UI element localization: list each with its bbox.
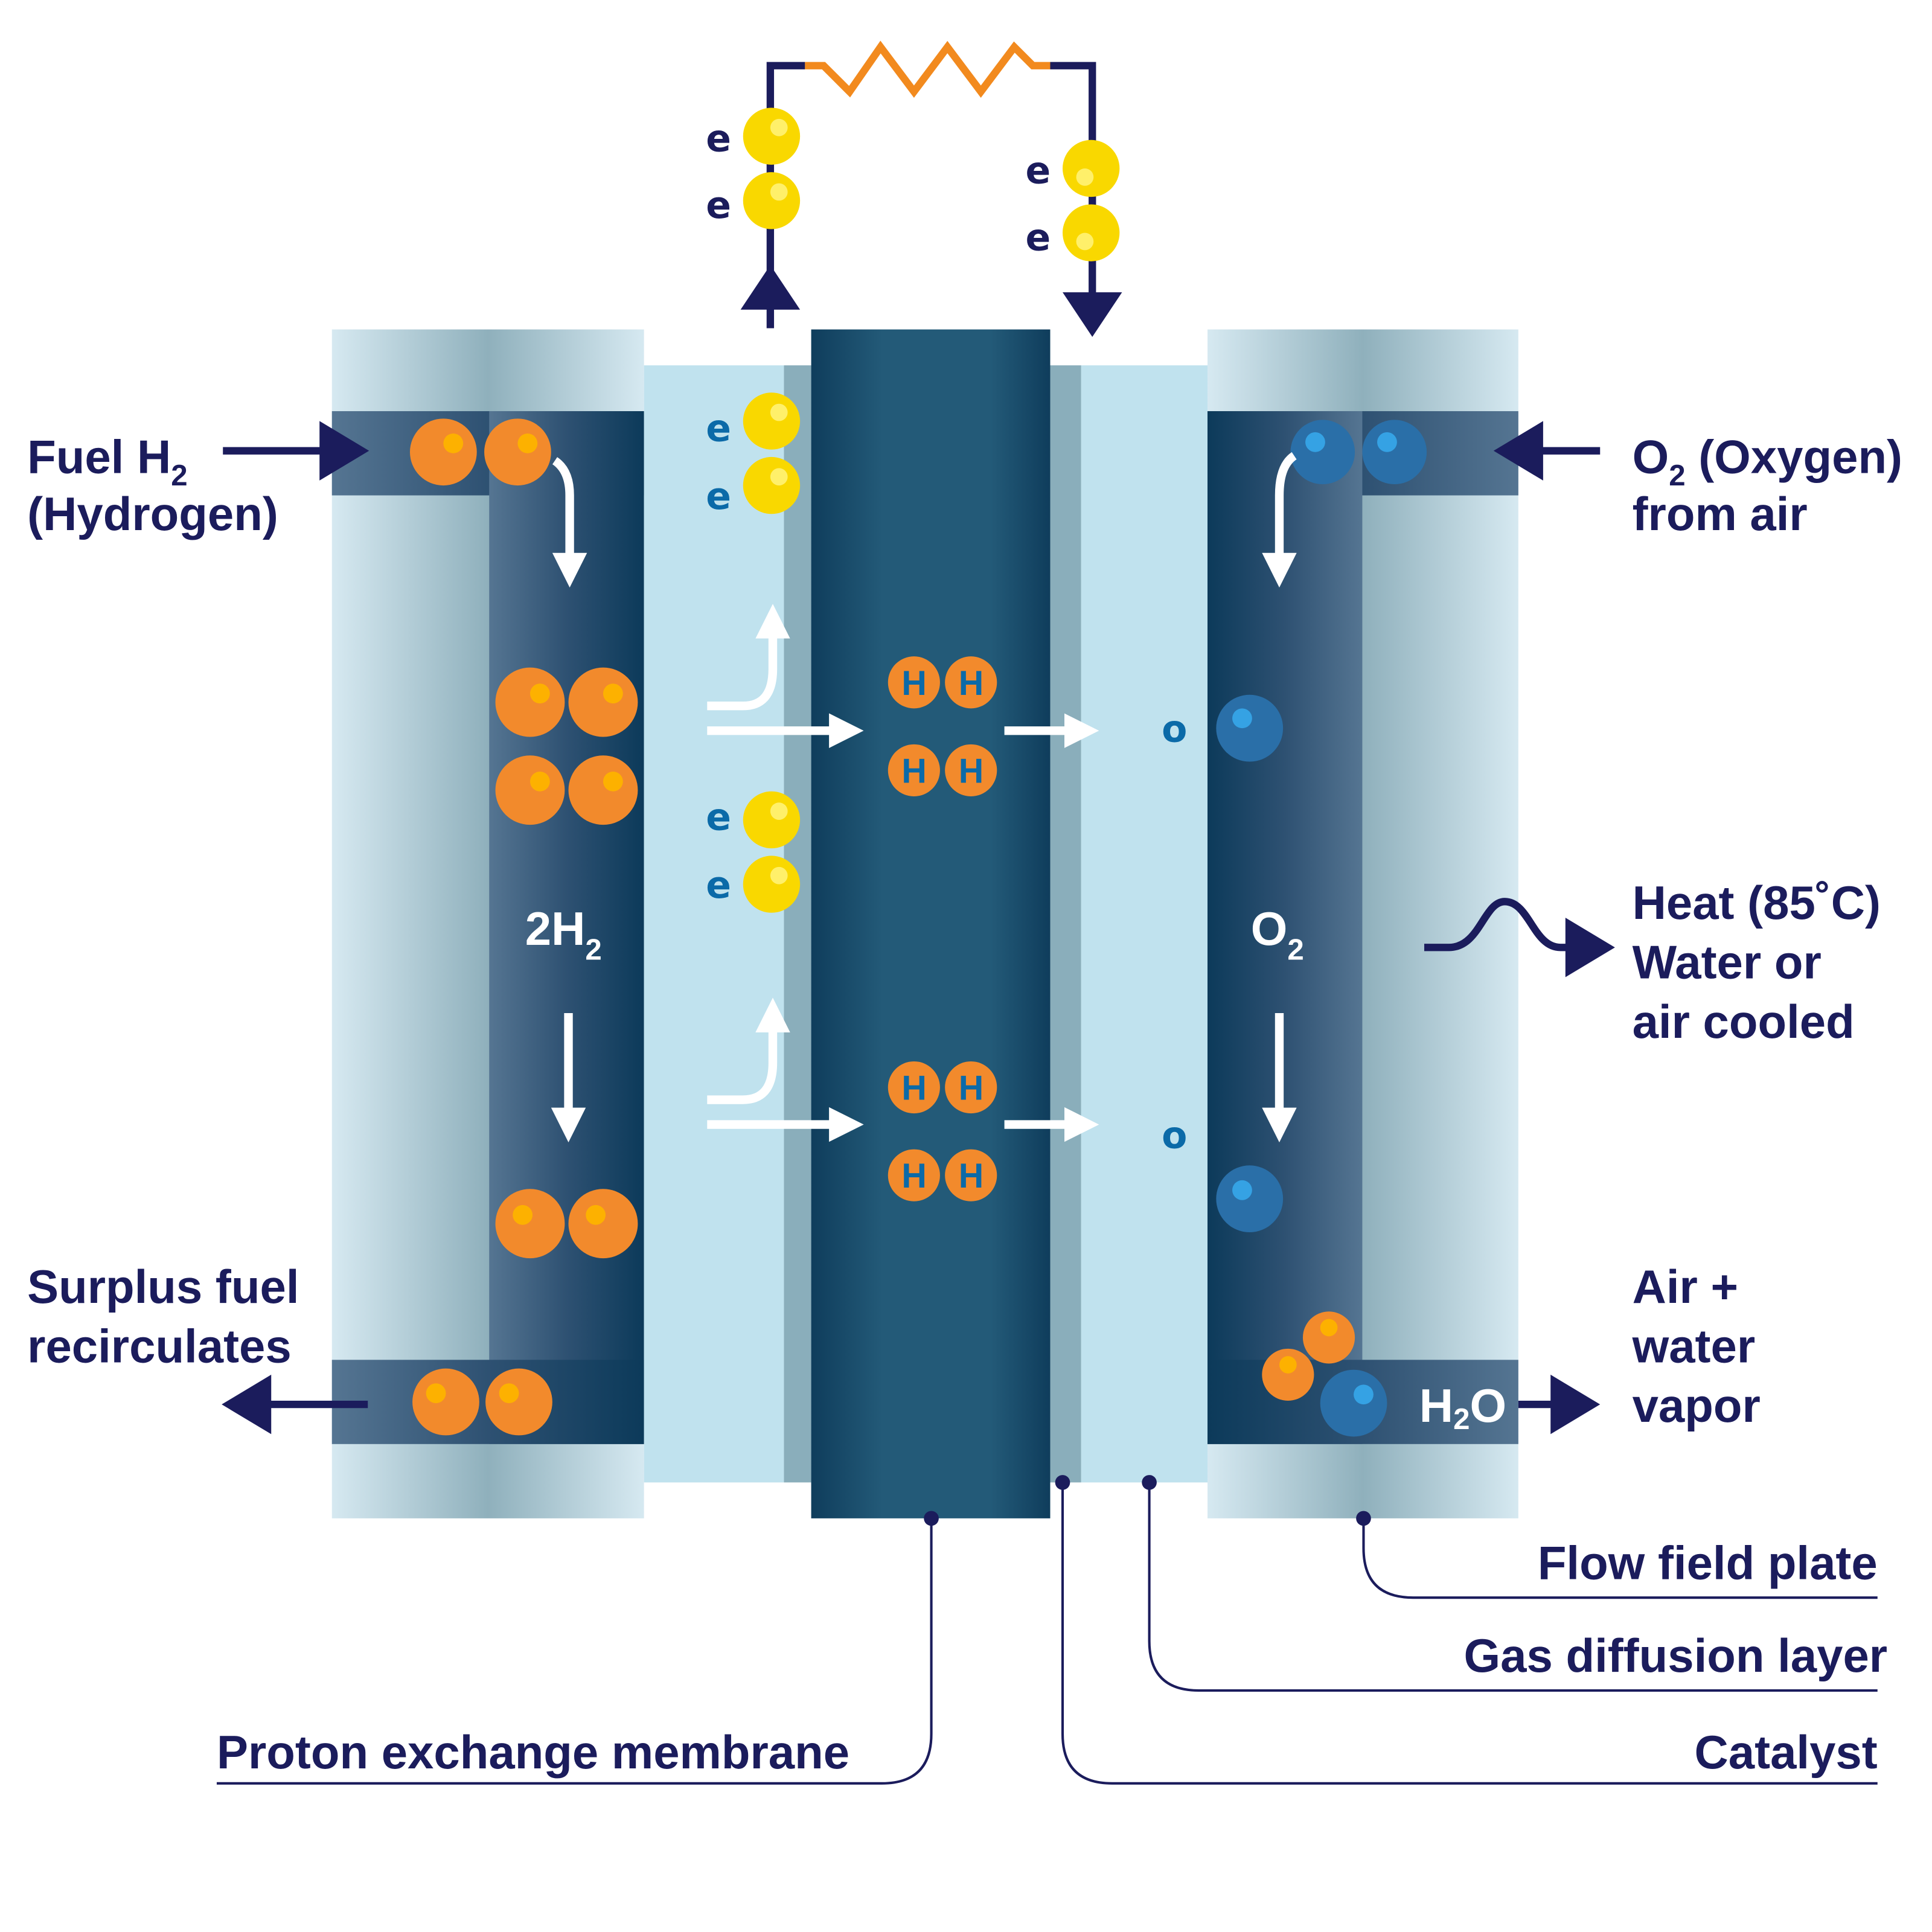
oxygen-molecules: o o — [1162, 420, 1427, 1437]
heat-wave-arrow-icon — [1424, 898, 1615, 977]
electron: e — [1025, 204, 1120, 261]
svg-text:H: H — [901, 1069, 926, 1108]
anode-channel-label: 2H2 — [525, 902, 602, 967]
svg-text:e: e — [1025, 216, 1051, 259]
proton: H — [888, 656, 940, 709]
anode-flow-field-plate — [331, 329, 644, 1518]
svg-text:H: H — [959, 752, 984, 790]
svg-text:O2 (Oxygen): O2 (Oxygen) — [1633, 430, 1902, 493]
surplus-fuel-label: Surplus fuel recirculates — [27, 1260, 299, 1372]
water-label: H2O — [1419, 1379, 1506, 1436]
svg-text:Water or: Water or — [1633, 936, 1822, 989]
proton: H — [888, 1061, 940, 1114]
svg-text:from air: from air — [1633, 487, 1808, 540]
svg-text:e: e — [706, 406, 731, 450]
svg-text:H: H — [901, 664, 926, 703]
proton: H — [888, 744, 940, 796]
resistor-icon — [805, 40, 1051, 98]
cathode-catalyst — [1050, 365, 1081, 1483]
svg-text:e: e — [1025, 149, 1051, 193]
legend-gas-diffusion-layer: Gas diffusion layer — [1464, 1629, 1888, 1682]
legend-catalyst: Catalyst — [1695, 1726, 1878, 1779]
svg-text:H: H — [901, 1157, 926, 1195]
proton: H — [945, 1149, 997, 1201]
flow-arrows — [551, 452, 1297, 1143]
anode-catalyst — [784, 365, 811, 1483]
electron: e — [706, 392, 801, 450]
proton: H — [888, 1149, 940, 1201]
leader-dots — [924, 1475, 1371, 1526]
oxygen-in-arrow-icon — [1493, 421, 1601, 481]
anode-gas-diffusion-layer — [644, 365, 784, 1483]
electron: e — [706, 856, 801, 913]
protons: H H H H H H H H — [888, 656, 997, 1201]
svg-text:H: H — [959, 1157, 984, 1195]
fuel-input-label: Fuel H2 (Hydrogen) — [27, 430, 278, 540]
cathode-channel-label: O2 — [1251, 902, 1304, 967]
electron: e — [706, 172, 801, 229]
proton-exchange-membrane — [811, 329, 1051, 1518]
svg-text:H: H — [959, 664, 984, 703]
svg-text:Fuel H2: Fuel H2 — [27, 430, 188, 493]
cathode-gas-diffusion-layer — [1081, 365, 1208, 1483]
legend-leaders — [216, 1482, 1878, 1785]
svg-text:water: water — [1632, 1319, 1756, 1372]
io-arrows — [222, 421, 1615, 1435]
electron: e — [706, 456, 801, 518]
svg-text:Air +: Air + — [1633, 1260, 1738, 1313]
svg-text:e: e — [706, 475, 731, 518]
electron: e — [706, 791, 801, 849]
svg-text:e: e — [706, 795, 731, 839]
svg-text:e: e — [706, 863, 731, 907]
svg-text:e: e — [706, 184, 731, 227]
proton: H — [945, 656, 997, 709]
fuel-in-arrow-icon — [223, 421, 369, 481]
oxygen-input-label: O2 (Oxygen) from air — [1633, 430, 1902, 540]
svg-text:o: o — [1162, 1114, 1187, 1157]
heat-label: Heat (85˚C) Water or air cooled — [1633, 876, 1881, 1048]
legend-flow-field-plate: Flow field plate — [1538, 1536, 1878, 1589]
arrow-up-icon — [740, 264, 801, 310]
electrons: e e e e e e e e — [706, 107, 1120, 913]
svg-text:Heat (85˚C): Heat (85˚C) — [1633, 876, 1881, 929]
electron: e — [706, 107, 801, 165]
svg-text:air cooled: air cooled — [1633, 995, 1855, 1048]
svg-text:H: H — [901, 752, 926, 790]
svg-text:vapor: vapor — [1633, 1379, 1761, 1432]
proton: H — [945, 1061, 997, 1114]
proton: H — [945, 744, 997, 796]
svg-text:recirculates: recirculates — [27, 1319, 292, 1372]
electron: e — [1025, 139, 1120, 197]
svg-text:e: e — [706, 117, 731, 160]
hydrogen-molecules — [409, 418, 638, 1436]
water-out-arrow-icon — [1518, 1374, 1601, 1435]
svg-text:(Hydrogen): (Hydrogen) — [27, 487, 278, 540]
legend-proton-exchange-membrane: Proton exchange membrane — [217, 1726, 849, 1779]
svg-text:H: H — [959, 1069, 984, 1108]
air-water-vapor-label: Air + water vapor — [1632, 1260, 1761, 1432]
arrow-down-icon — [1063, 292, 1122, 337]
svg-text:Surplus fuel: Surplus fuel — [27, 1260, 299, 1313]
svg-text:o: o — [1162, 708, 1187, 751]
surplus-out-arrow-icon — [222, 1374, 368, 1435]
